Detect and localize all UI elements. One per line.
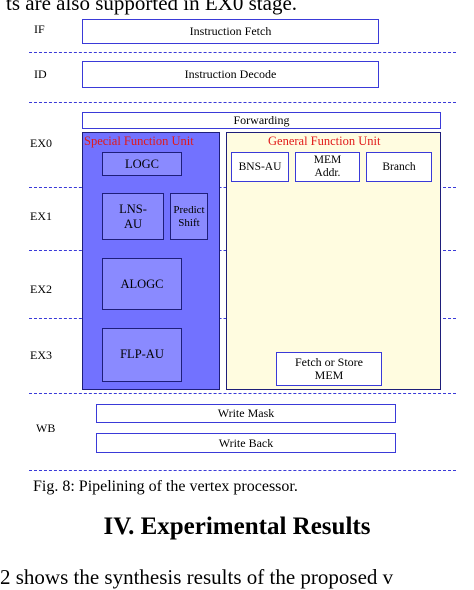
write-back-box: Write Back [96,433,396,453]
alogc-box: ALOGC [102,258,182,310]
fetch-store-mem-box: Fetch or Store MEM [276,352,382,386]
general-function-unit-title: General Function Unit [268,134,381,148]
instruction-decode-box: Instruction Decode [82,61,379,88]
forwarding-box: Forwarding [82,112,441,129]
logc-box: LOGC [102,152,182,176]
predict-shift-box: Predict Shift [170,193,208,240]
stage-divider [29,52,456,53]
instruction-fetch-box: Instruction Fetch [82,19,379,44]
stage-divider [29,102,456,103]
stage-divider [29,470,456,471]
stage-label-wb: WB [36,421,56,435]
branch-box: Branch [366,152,432,182]
stage-label-ex2: EX2 [30,282,52,296]
stage-label-if: IF [34,22,45,36]
flp-au-box: FLP-AU [102,328,182,382]
lns-au-box: LNS- AU [102,193,164,240]
mem-addr-box: MEM Addr. [295,152,360,182]
stage-label-ex1: EX1 [30,209,52,223]
figure-caption: Fig. 8: Pipelining of the vertex process… [33,478,298,495]
special-function-unit-title: Special Function Unit [84,134,194,148]
stage-label-ex3: EX3 [30,348,52,362]
stage-label-id: ID [34,67,47,81]
bns-au-box: BNS-AU [231,152,289,182]
section-heading: IV. Experimental Results [103,513,371,540]
top-paragraph-text: ts are also supported in EX0 stage. [6,0,298,15]
write-mask-box: Write Mask [96,404,396,423]
stage-divider [29,393,456,394]
stage-label-ex0: EX0 [30,136,52,150]
